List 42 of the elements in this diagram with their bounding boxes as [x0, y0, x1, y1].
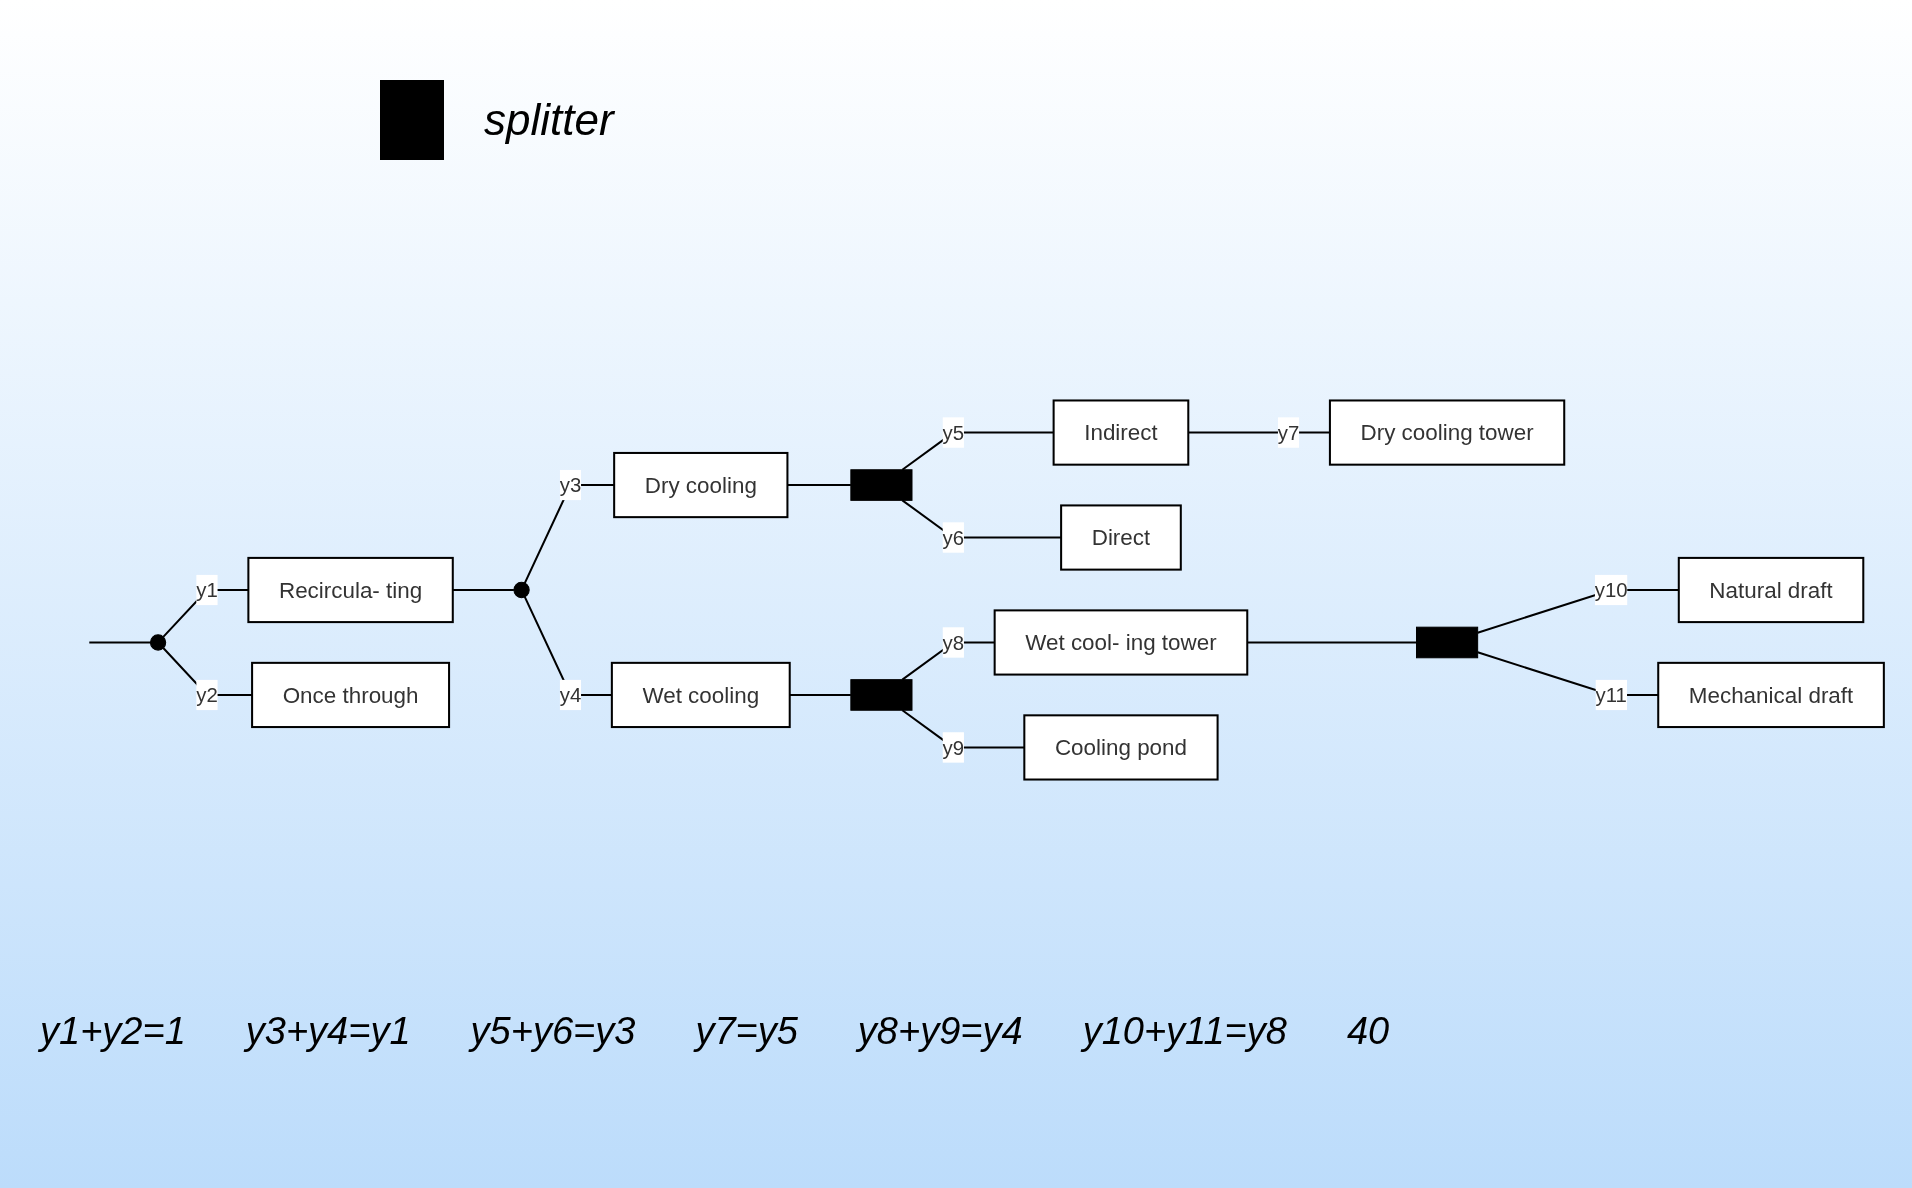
equation-label: y5+y6=y3	[470, 1010, 636, 1053]
node-box	[850, 679, 913, 711]
node-box: Recircula- ting	[247, 556, 454, 624]
node-box: Indirect	[1052, 399, 1190, 466]
connector	[787, 484, 851, 487]
node-box: Dry cooling tower	[1328, 399, 1566, 466]
connector	[901, 499, 1062, 539]
node-circle	[149, 634, 167, 651]
legend-text: splitter	[484, 95, 614, 145]
edge-label: y7	[1277, 421, 1300, 444]
equation-label: 40	[1346, 1010, 1390, 1053]
equation-label: y10+y11=y8	[1082, 1010, 1287, 1053]
node-box	[850, 469, 913, 501]
node-box: Natural draft	[1677, 556, 1865, 624]
node-box: Once through	[251, 661, 451, 729]
connector	[452, 589, 514, 591]
connector	[89, 641, 151, 644]
edge-label: y6	[942, 526, 965, 549]
node-circle	[513, 581, 530, 599]
edge-label: y9	[942, 736, 965, 759]
edge-label: y1	[196, 578, 218, 602]
node-box: Direct	[1060, 504, 1182, 571]
connector	[1247, 641, 1417, 644]
edge-label: y10	[1594, 578, 1628, 602]
node-box: Wet cool- ing tower	[993, 609, 1249, 676]
node-box: Mechanical draft	[1657, 661, 1885, 729]
edge-label: y3	[559, 473, 582, 497]
equation-label: y7=y5	[695, 1010, 798, 1053]
node-box	[1416, 626, 1479, 659]
node-box: Wet cooling	[610, 661, 791, 729]
equation-label: y3+y4=y1	[245, 1010, 411, 1053]
edge-label: y8	[942, 631, 965, 654]
edge-label: y2	[196, 683, 218, 707]
connector	[789, 693, 851, 696]
equation-label: y8+y9=y4	[857, 1010, 1023, 1053]
edge-label: y11	[1595, 683, 1627, 707]
equation-label: y1+y2=1	[40, 1010, 186, 1053]
connector	[1188, 431, 1330, 434]
node-box: Dry cooling	[613, 451, 789, 519]
edge-label: y4	[559, 683, 582, 707]
node-box: Cooling pond	[1023, 714, 1219, 781]
edge-label: y5	[942, 421, 965, 444]
